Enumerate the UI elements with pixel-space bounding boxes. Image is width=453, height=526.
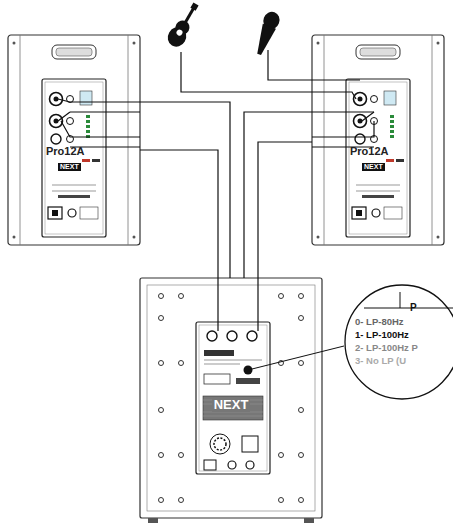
setting-label: P	[410, 302, 417, 313]
setting-label: 3- No LP (U	[355, 356, 406, 366]
model-label: NEXT	[58, 163, 81, 171]
model-label: Pro12A	[350, 145, 389, 157]
cable-connector	[140, 102, 230, 278]
callout-circle: P 0- LP-80Hz 1- LP-100Hz 2- LP-100Hz P 3- No…	[344, 284, 453, 400]
model-label: Pro12A	[46, 145, 85, 157]
cable-connector	[244, 112, 312, 278]
callout-outline	[344, 284, 453, 400]
setting-label: 0- LP-80Hz	[355, 317, 404, 327]
model-label: NEXT	[362, 163, 385, 171]
setting-label: 1- LP-100Hz	[355, 330, 409, 340]
subwoofer-box: NEXT	[140, 278, 322, 518]
model-label: NEXT	[212, 398, 251, 412]
speaker-box: Pro12A NEXT	[312, 35, 444, 245]
setting-label: 2- LP-100Hz P	[355, 343, 418, 353]
speaker-box: Pro12A NEXT	[8, 35, 140, 245]
